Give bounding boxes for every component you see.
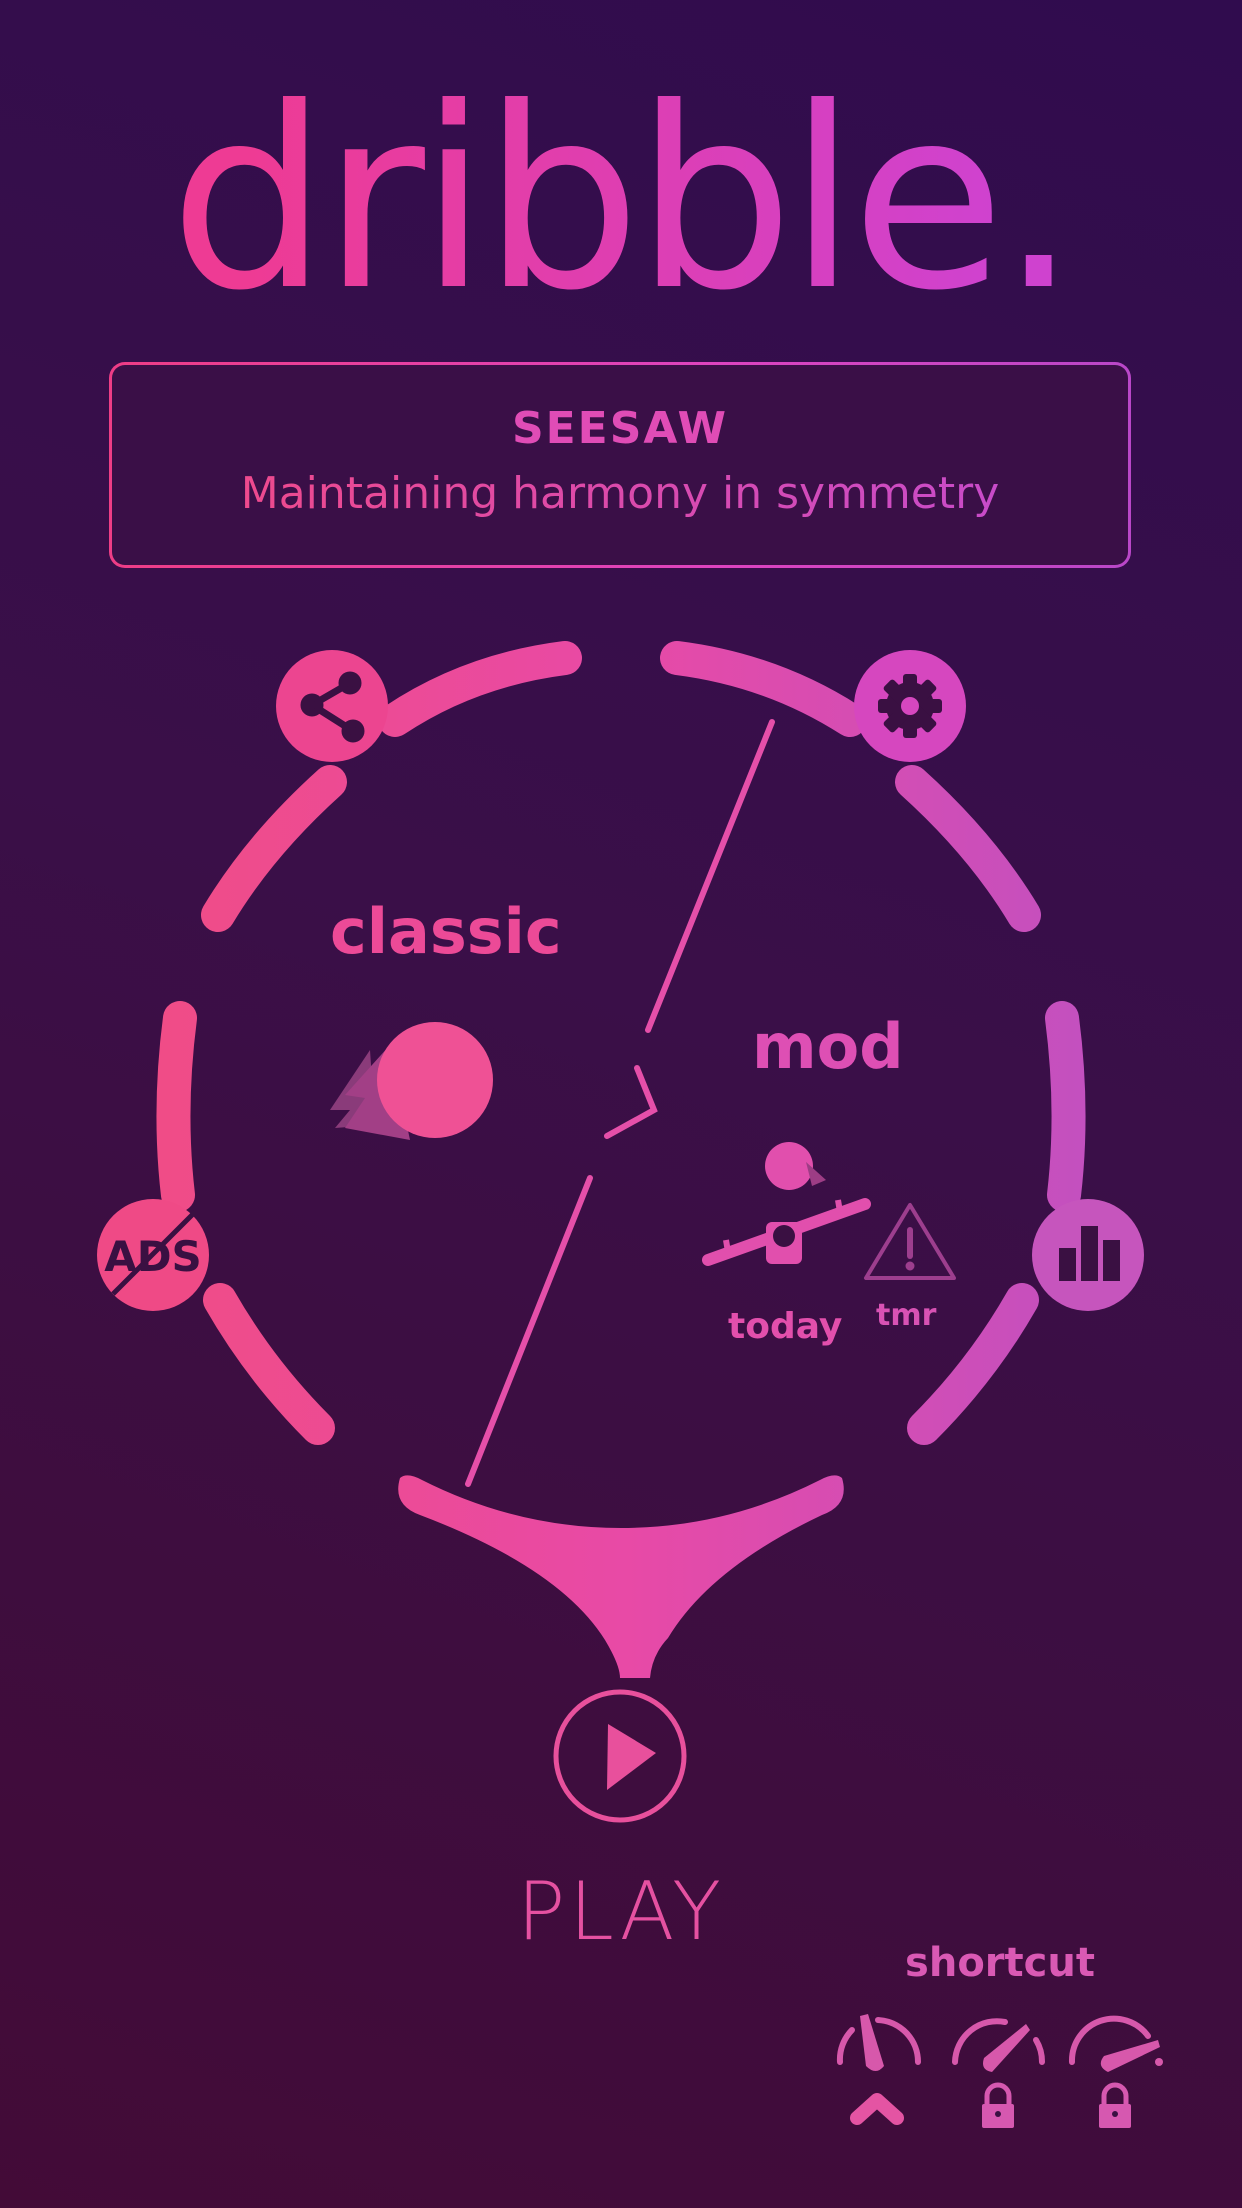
mod-seesaw-icon: [702, 1142, 871, 1266]
play-label[interactable]: PLAY: [516, 1865, 726, 1958]
funnel-paddle: [398, 1475, 844, 1678]
classic-mode-button[interactable]: classic: [330, 895, 562, 968]
app-logo: dribble.: [0, 70, 1242, 330]
ring-arc-mid-left: [156, 1001, 197, 1212]
classic-ball-icon: [330, 1022, 493, 1140]
selected-chevron-icon: [850, 2093, 904, 2125]
ring-arc-top-right: [660, 641, 867, 737]
share-button[interactable]: [276, 650, 388, 762]
ring-arc-mid-right: [1045, 1001, 1086, 1212]
lock-icon-fast: [1099, 2082, 1131, 2128]
share-button-art: [276, 650, 388, 762]
ring-arc-lower-right: [907, 1283, 1039, 1445]
ring-arc-top-left: [378, 641, 582, 737]
settings-button[interactable]: [854, 650, 966, 762]
warning-icon: [864, 1203, 956, 1280]
lock-icon-medium: [982, 2082, 1014, 2128]
ring-arc-upper-left: [201, 765, 347, 932]
stats-button-art: [1032, 1199, 1144, 1311]
no-ads-button-art: ADS: [97, 1199, 209, 1311]
shortcut-speed-medium-locked[interactable]: [950, 2005, 1046, 2135]
mode-subtitle: Maintaining harmony in symmetry: [240, 468, 1000, 519]
mod-mode-button[interactable]: mod: [752, 1010, 904, 1083]
mode-info-card: SEESAW Maintaining harmony in symmetry: [109, 362, 1131, 568]
mod-today-label: today: [728, 1306, 843, 1347]
stats-button[interactable]: [1032, 1199, 1144, 1311]
mod-tmr-label: tmr: [876, 1298, 937, 1333]
remove-ads-button[interactable]: [97, 1199, 209, 1311]
shortcut-gauges: [836, 2015, 1151, 2065]
play-button-art: [553, 1689, 687, 1823]
mode-title: SEESAW: [511, 403, 729, 454]
settings-button-art: [854, 650, 966, 762]
shortcut-speed-slow[interactable]: [830, 2005, 926, 2135]
shortcut-speed-fast-locked[interactable]: [1068, 2005, 1168, 2135]
ring-arc-lower-left: [203, 1283, 335, 1445]
play-button[interactable]: [553, 1689, 687, 1823]
shortcut-label: shortcut: [905, 1940, 1095, 1986]
ring-arc-upper-right: [895, 765, 1041, 932]
